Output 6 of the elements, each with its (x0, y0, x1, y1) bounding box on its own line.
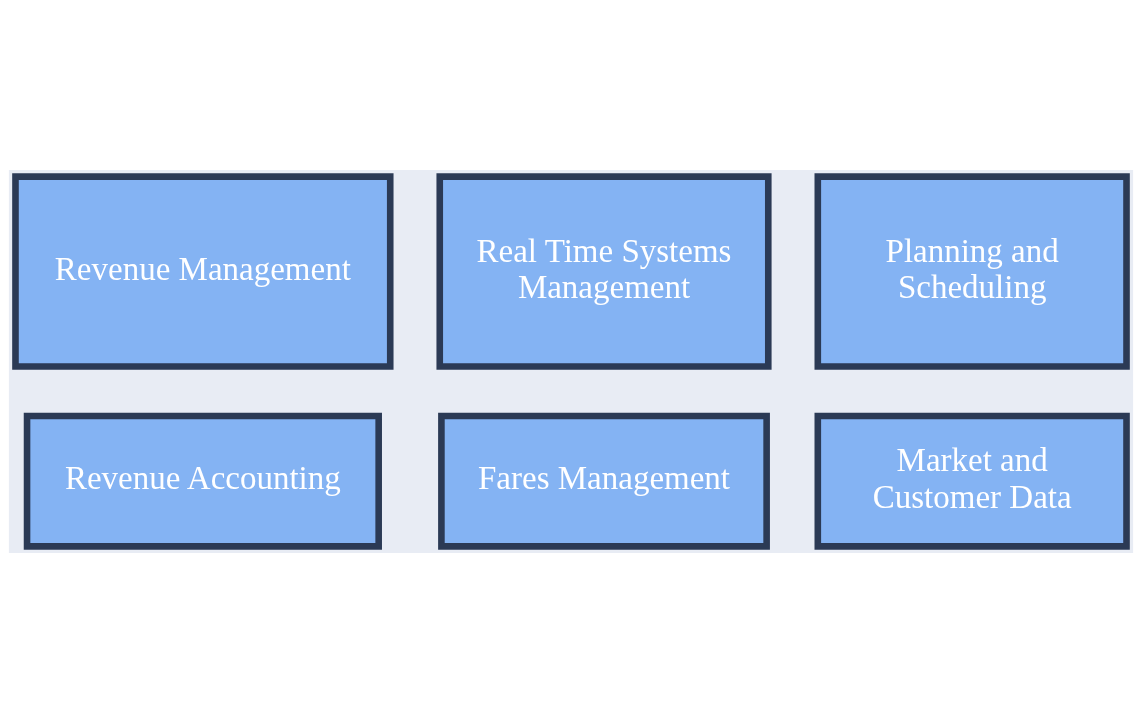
node-box: Revenue Management (12, 172, 394, 370)
node-box: Fares Management (438, 412, 770, 550)
node-box: Real Time Systems Management (436, 172, 772, 370)
node-box: Market and Customer Data (814, 412, 1130, 550)
node-box: Revenue Accounting (23, 412, 382, 550)
node-box: Planning and Scheduling (814, 172, 1130, 370)
